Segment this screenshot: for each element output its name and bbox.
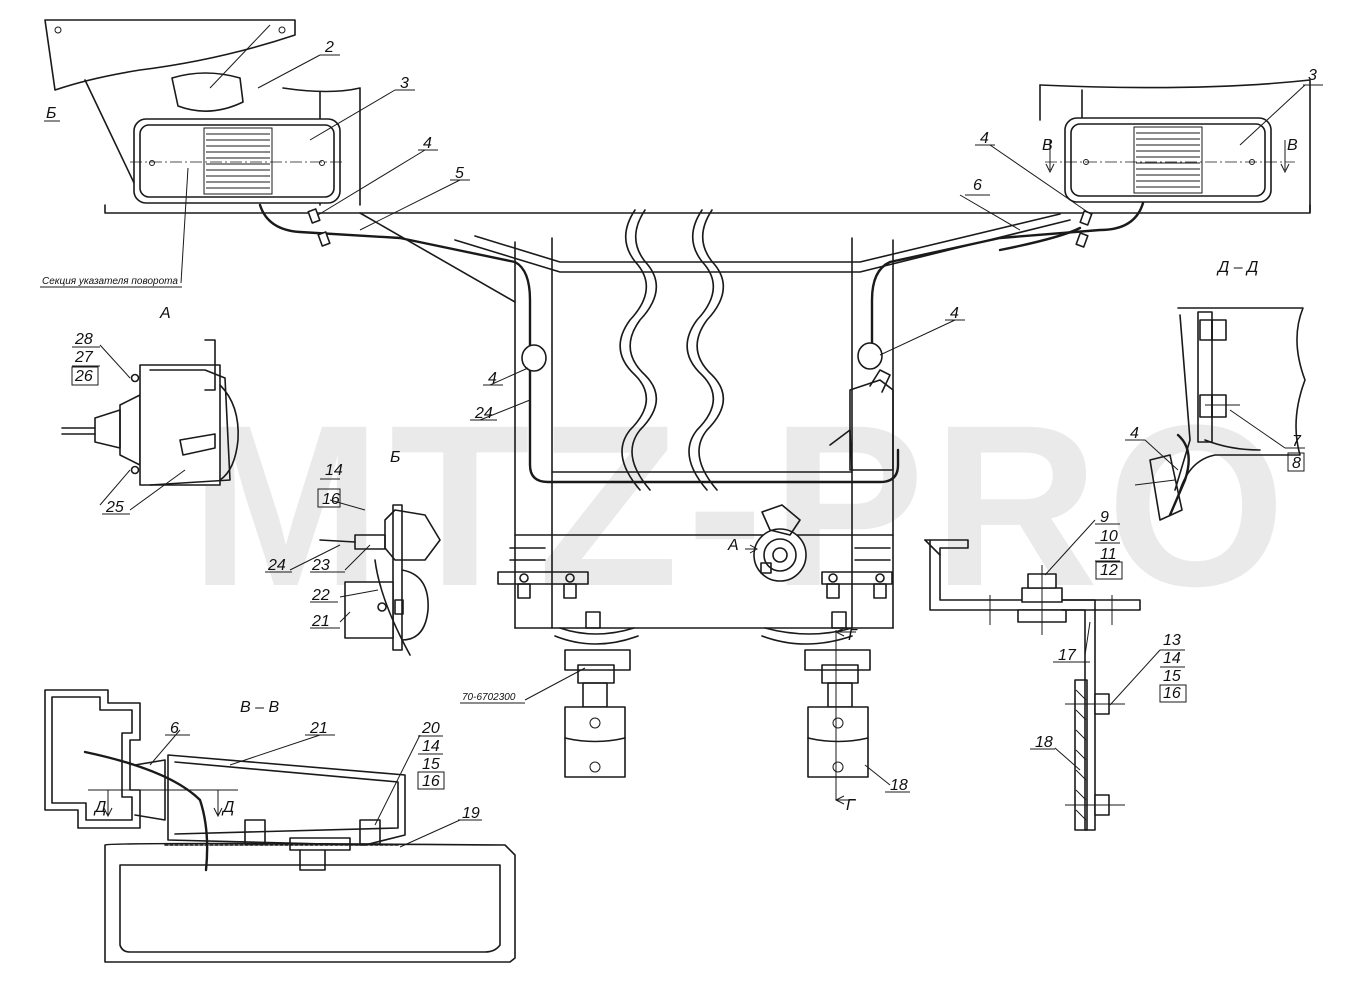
callout-14-vv: 14 [422, 738, 440, 755]
callout-21-vv: 21 [309, 720, 328, 737]
callout-19: 19 [462, 805, 480, 822]
leader-lines [99, 24, 1306, 848]
mounting-detail [924, 539, 1141, 831]
callout-27: 27 [74, 349, 94, 366]
callout-10: 10 [1100, 528, 1118, 545]
callout-24-b: 24 [267, 557, 286, 574]
callout-12: 12 [1100, 562, 1118, 579]
view-a-plug [61, 339, 239, 486]
callout-6-vv: 6 [170, 720, 179, 737]
view-label-a: А [159, 305, 171, 322]
hitch-links [497, 571, 893, 805]
callout-14-right: 14 [1163, 650, 1181, 667]
view-label-v-right: В [1287, 137, 1298, 154]
callout-14-b: 14 [325, 462, 343, 479]
view-label-d-left: Д [93, 799, 106, 816]
view-label-b-top: Б [46, 105, 56, 122]
left-lamp-assembly [44, 19, 361, 284]
right-lamp-assembly [1039, 79, 1311, 213]
callout-3-left: 3 [400, 75, 409, 92]
callout-9: 9 [1100, 509, 1109, 526]
callout-8: 8 [1292, 455, 1301, 472]
callout-16-vv: 16 [422, 773, 440, 790]
callout-23: 23 [311, 557, 330, 574]
callout-4-top-right: 4 [980, 130, 989, 147]
callout-4-top-left: 4 [423, 135, 432, 152]
callout-4-right-vertical: 4 [950, 305, 959, 322]
view-labels: Б А Б В В В – В Д – Д Д Д Г Г А Секция у… [40, 105, 1298, 816]
callout-15-vv: 15 [422, 756, 440, 773]
callout-7: 7 [1292, 433, 1302, 450]
view-d-d-section [1134, 307, 1306, 521]
view-v-v-section [44, 689, 516, 963]
callout-13: 13 [1163, 632, 1181, 649]
callouts: 2 3 4 5 4 6 3 4 4 24 4 7 8 9 10 11 12 17 [71, 39, 1323, 822]
callout-15-right: 15 [1163, 668, 1181, 685]
view-label-d-right: Д [221, 799, 234, 816]
callout-2: 2 [324, 39, 334, 56]
socket-bracket [745, 369, 894, 582]
callout-3-right: 3 [1308, 67, 1317, 84]
callout-21-b: 21 [311, 613, 330, 630]
wiring-harness [258, 201, 1145, 484]
callout-25: 25 [105, 499, 124, 516]
callout-4-left-vertical: 4 [488, 370, 497, 387]
callout-17: 17 [1058, 647, 1077, 664]
view-label-b-detail: Б [390, 449, 400, 466]
callout-5: 5 [455, 165, 464, 182]
callout-22: 22 [311, 587, 330, 604]
callout-6-top: 6 [973, 177, 982, 194]
turn-signal-note: Секция указателя поворота [42, 276, 178, 287]
view-label-v-left: В [1042, 137, 1053, 154]
callout-16-b: 16 [322, 491, 340, 508]
callout-4-dd: 4 [1130, 425, 1139, 442]
break-lines [619, 209, 725, 491]
callout-18-right: 18 [1035, 734, 1053, 751]
callout-20: 20 [421, 720, 440, 737]
view-label-v-v: В – В [240, 699, 279, 716]
view-label-d-d: Д – Д [1216, 259, 1258, 276]
view-label-a-arrow: А [727, 537, 739, 554]
callout-18-link: 18 [890, 777, 908, 794]
part-number-note: 70-6702300 [462, 692, 516, 703]
callout-11: 11 [1100, 546, 1117, 563]
callout-26: 26 [74, 368, 93, 385]
callout-16-right: 16 [1163, 685, 1181, 702]
view-label-g-top: Г [848, 627, 858, 644]
callout-28: 28 [74, 331, 93, 348]
view-label-g-bottom: Г [846, 797, 856, 814]
callout-24-harness: 24 [474, 405, 493, 422]
